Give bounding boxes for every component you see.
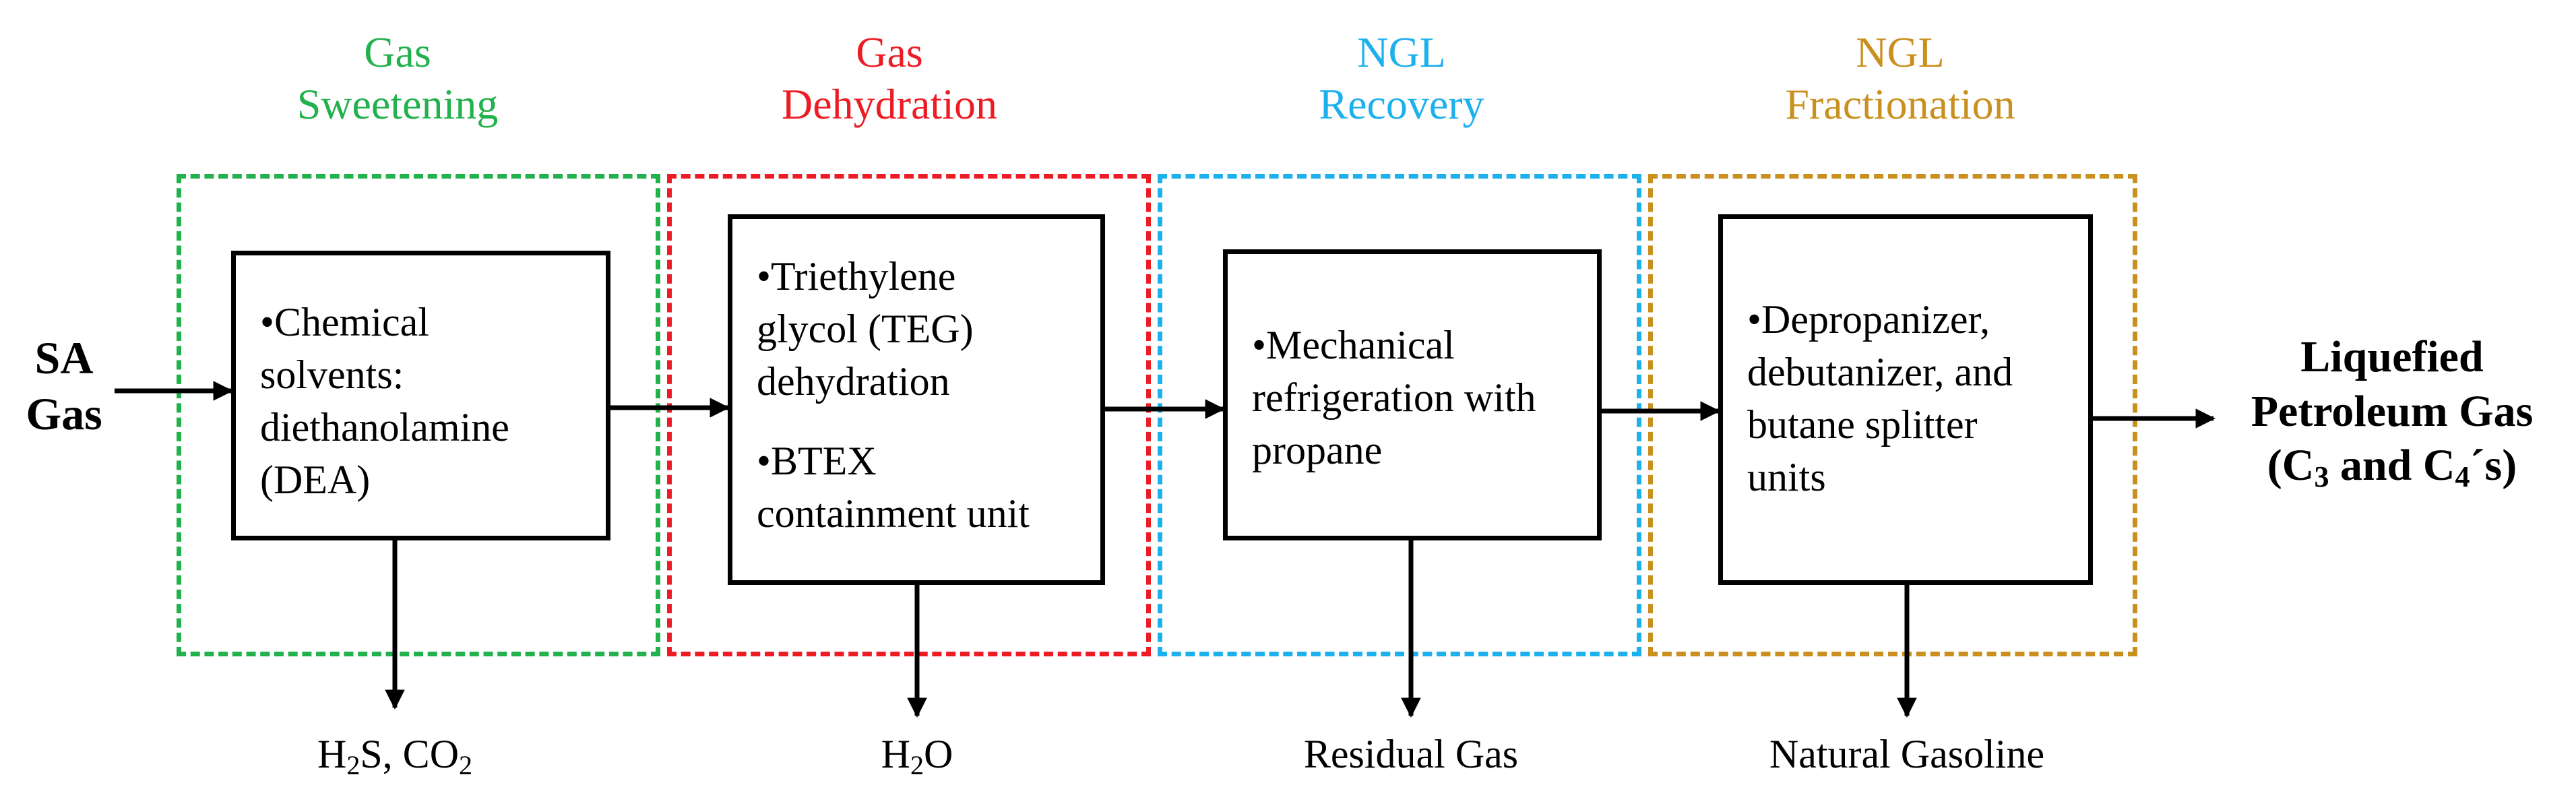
text-fragment: (C <box>2267 441 2315 491</box>
product-label-line: Petroleum Gas <box>2251 386 2534 436</box>
process-text-line: •BTEX <box>757 439 877 483</box>
product-label: Liquefied Petroleum Gas (C3 and C4´s) <box>2217 330 2567 495</box>
product-label-formula: (C3 and C4´s) <box>2217 439 2567 495</box>
stage-title-line: Dehydration <box>782 80 997 128</box>
process-text-line: containment unit <box>757 491 1030 536</box>
stage-title-line: NGL <box>1856 28 1945 76</box>
stage-frame-gas-sweetening <box>177 174 660 656</box>
stage-title-line: Gas <box>364 28 431 76</box>
text-fragment: ´s) <box>2470 441 2517 491</box>
process-text-line: solvents: <box>260 352 404 397</box>
process-text-line: refrigeration with <box>1252 375 1536 420</box>
process-box-ngl-fractionation: •Depropanizer, debutanizer, and butane s… <box>1718 214 2093 585</box>
subscript: 2 <box>910 750 924 780</box>
output-label-ngl-recovery: Residual Gas <box>1243 731 1579 778</box>
process-text-line: •Depropanizer, <box>1747 297 1990 342</box>
input-label-line: Gas <box>26 387 102 439</box>
process-text-line: units <box>1747 455 1826 499</box>
process-box-ngl-recovery: •Mechanical refrigeration with propane <box>1223 249 1602 540</box>
process-text-line: butane splitter <box>1747 402 1978 447</box>
stage-title-line: Recovery <box>1319 80 1484 128</box>
stage-title-gas-sweetening: Gas Sweetening <box>195 27 600 131</box>
stage-title-gas-dehydration: Gas Dehydration <box>687 27 1092 131</box>
process-text-line: glycol (TEG) <box>757 307 974 351</box>
text-fragment: H <box>881 732 910 776</box>
text-fragment: O <box>924 732 953 776</box>
process-box-gas-sweetening: •Chemical solvents: diethanolamine (DEA) <box>231 251 610 540</box>
process-text-line: •Chemical <box>260 300 429 344</box>
subscript: 2 <box>346 750 360 780</box>
text-fragment: and C <box>2329 441 2455 491</box>
text-fragment: S, CO <box>360 732 460 776</box>
stage-frame-ngl-recovery <box>1158 174 1641 656</box>
text-fragment: H <box>317 732 347 776</box>
stage-title-line: Fractionation <box>1785 80 2015 128</box>
stage-frame-ngl-fractionation <box>1648 174 2137 656</box>
process-text-line: diethanolamine <box>260 405 509 449</box>
stage-title-ngl-fractionation: NGL Fractionation <box>1698 27 2102 131</box>
input-label: SA Gas <box>13 330 115 442</box>
output-label-ngl-fractionation: Natural Gasoline <box>1705 731 2109 778</box>
stage-frame-gas-dehydration <box>667 174 1151 656</box>
process-box-gas-dehydration: •Triethylene glycol (TEG) dehydration •B… <box>728 214 1105 585</box>
subscript: 2 <box>459 750 473 780</box>
input-label-line: SA <box>34 332 94 383</box>
stage-title-ngl-recovery: NGL Recovery <box>1199 27 1604 131</box>
process-text-line: (DEA) <box>260 458 371 502</box>
process-text-line: •Mechanical <box>1252 323 1455 367</box>
product-label-line: Liquefied <box>2300 332 2484 381</box>
stage-title-line: Sweetening <box>296 80 499 128</box>
subscript: 3 <box>2314 460 2329 494</box>
process-text-line: •Triethylene <box>757 254 956 299</box>
subscript: 4 <box>2455 460 2470 494</box>
text-fragment: Natural Gasoline <box>1769 732 2045 776</box>
output-label-gas-dehydration: H2O <box>782 731 1052 781</box>
process-text-line: dehydration <box>757 359 950 404</box>
stage-title-line: NGL <box>1357 28 1446 76</box>
process-text-line: propane <box>1252 428 1383 472</box>
output-label-gas-sweetening: H2S, CO2 <box>260 731 530 781</box>
text-fragment: Residual Gas <box>1303 732 1519 776</box>
stage-title-line: Gas <box>856 28 923 76</box>
process-text-line: debutanizer, and <box>1747 350 2013 394</box>
